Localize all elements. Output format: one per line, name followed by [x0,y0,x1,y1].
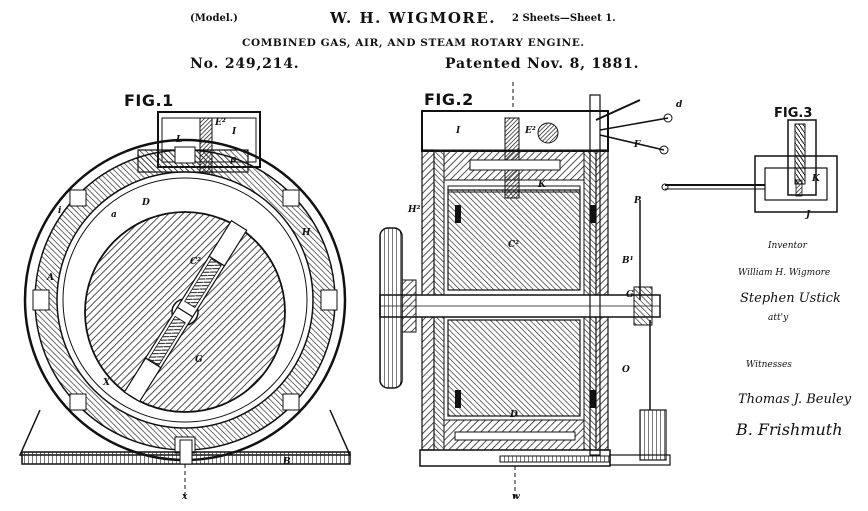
fig1-label-E2: E² [215,118,226,128]
fig1-label-B: B [283,457,291,467]
fig1-label-L: L [176,135,182,145]
fig2-label-O: O [622,365,630,375]
fig1-label-H: H [302,228,311,238]
fig2-label-E2: E² [525,126,536,136]
fig1-label-a: a [111,210,117,220]
fig3-label-K: K [812,174,820,184]
fig2-label-I: I [456,126,460,136]
fig1-label-p: p [230,155,236,165]
inventor-signature: William H. Wigmore [738,268,830,278]
fig1-label-I: I [232,127,236,137]
attorney-signature: Stephen Ustick [740,291,841,306]
witnesses-label: Witnesses [746,360,792,370]
fig2-label-C2: C² [508,240,519,250]
fig1-label-A: A [47,273,54,283]
fig2-label-K: K [538,180,546,190]
witness-1-signature: Thomas J. Beuley [738,392,851,407]
fig2-label-B1: B¹ [622,256,634,266]
witness-2-signature: B. Frishmuth [736,420,843,439]
fig1-label-C2: C² [190,257,201,267]
fig3-drawing [662,120,837,212]
fig2-label-F: F [634,140,640,150]
fig2-label-H2: H² [408,205,420,215]
fig2-label-G: G [626,290,634,300]
fig1-label-x: x [182,492,187,502]
attorney-label: att'y [768,313,788,323]
fig1-label-G: G [195,355,203,365]
inventor-label: Inventor [768,241,807,251]
fig2-label-d: d [676,100,682,110]
fig2-label-P: P [634,196,641,206]
fig1-label-X: X [103,378,110,388]
fig1-label-D: D [142,198,150,208]
fig2-label-w: w [512,492,520,502]
fig3-label-J: J [806,210,810,220]
fig1-drawing [20,112,350,498]
fig1-label-i: i [58,206,61,216]
fig2-label-D: D [510,410,518,420]
